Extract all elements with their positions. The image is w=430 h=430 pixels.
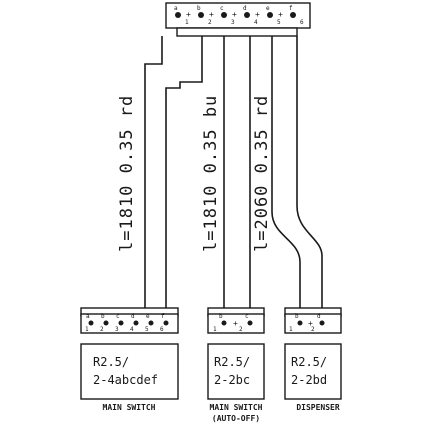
top-pin-number: 1: [185, 19, 189, 26]
top-pin-letter: c: [220, 5, 224, 12]
plus-mark: +: [233, 319, 238, 328]
pin-letter: d: [131, 313, 135, 320]
plus-mark: +: [308, 319, 313, 328]
top-pin-c: [221, 12, 227, 18]
plus-mark: +: [278, 10, 283, 19]
pin-number: 6: [160, 326, 164, 333]
plus-mark: +: [186, 10, 191, 19]
top-pin-number: 3: [231, 19, 235, 26]
pin-number: 1: [289, 326, 293, 333]
top-pin-number: 4: [254, 19, 258, 26]
top-pin-d: [244, 12, 250, 18]
pin-number: 5: [145, 326, 149, 333]
pin-letter: b: [101, 313, 105, 320]
wire-label-1: l=1810 0.35 rd: [117, 95, 137, 252]
connector-housing: [284, 313, 342, 334]
pin-letter: c: [116, 313, 120, 320]
wire-labels: l=1810 0.35 rd l=1810 0.35 bu l=2060 0.3…: [117, 95, 272, 252]
spec-line-1: R2.5/: [291, 355, 327, 369]
top-pin-number: 2: [208, 19, 212, 26]
spec-line-1: R2.5/: [93, 355, 129, 369]
top-connector-latch: [176, 27, 298, 37]
wires: [144, 36, 323, 310]
caption-line-2: (AUTO-OFF): [212, 414, 260, 423]
pin-dot: [163, 320, 169, 326]
top-pin-letter: a: [174, 5, 178, 12]
pin-dot: [133, 320, 139, 326]
wire-2: [165, 36, 203, 310]
wire-label-3: l=2060 0.35 rd: [252, 95, 272, 252]
wire-6: [296, 36, 323, 310]
spec-box: [284, 343, 342, 400]
top-connector: a b c d e f 1 2 3 4 5 6 + + + + +: [165, 2, 311, 37]
pin-letter: e: [146, 313, 150, 320]
pin-number: 2: [100, 326, 104, 333]
spec-line-2: 2-2bc: [214, 373, 250, 387]
plus-mark: +: [232, 10, 237, 19]
top-pin-f: [290, 12, 296, 18]
pin-dot: [297, 320, 303, 326]
top-pin-letter: f: [289, 5, 293, 12]
wire-label-2: l=1810 0.35 bu: [201, 95, 221, 252]
top-pin-e: [267, 12, 273, 18]
wire-1: [144, 36, 163, 310]
top-pin-number: 5: [277, 19, 281, 26]
caption-line-1: MAIN SWITCH: [103, 403, 156, 412]
pin-dot: [118, 320, 124, 326]
pin-letter: b: [219, 313, 223, 320]
pin-dot: [88, 320, 94, 326]
caption-line-1: DISPENSER: [296, 403, 340, 412]
main-switch-component: a b c d e f 1 2 3 4 5 6 R2.5/ 2-4abcdef …: [80, 307, 179, 412]
spec-line-2: 2-2bd: [291, 373, 327, 387]
top-pin-letter: b: [197, 5, 201, 12]
connector-housing: [207, 313, 265, 334]
dispenser-component: b d 1 2 + R2.5/ 2-2bd DISPENSER: [284, 307, 342, 412]
pin-dot: [148, 320, 154, 326]
connector-housing: [80, 313, 179, 334]
spec-box: [80, 343, 179, 400]
pin-letter: f: [161, 313, 165, 320]
plus-mark: +: [255, 10, 260, 19]
spec-line-1: R2.5/: [214, 355, 250, 369]
pin-dot: [247, 320, 253, 326]
plus-mark: +: [209, 10, 214, 19]
spec-box: [207, 343, 265, 400]
pin-number: 4: [130, 326, 134, 333]
pin-dot: [319, 320, 325, 326]
top-pin-number: 6: [300, 19, 304, 26]
pin-letter: b: [295, 313, 299, 320]
top-connector-housing: [165, 2, 311, 29]
pin-number: 2: [311, 326, 315, 333]
pin-letter: a: [86, 313, 90, 320]
main-switch-auto-off-component: b c 1 2 + R2.5/ 2-2bc MAIN SWITCH (AUTO-…: [207, 307, 265, 423]
pin-number: 1: [213, 326, 217, 333]
top-pin-letter: d: [243, 5, 247, 12]
top-pin-b: [198, 12, 204, 18]
pin-dot: [221, 320, 227, 326]
pin-number: 3: [115, 326, 119, 333]
pin-letter: d: [317, 313, 321, 320]
pin-number: 1: [85, 326, 89, 333]
spec-line-2: 2-4abcdef: [93, 373, 158, 387]
pin-letter: c: [245, 313, 249, 320]
pin-number: 2: [239, 326, 243, 333]
wire-5: [271, 36, 301, 310]
caption-line-1: MAIN SWITCH: [210, 403, 263, 412]
pin-dot: [103, 320, 109, 326]
top-pin-letter: e: [266, 5, 270, 12]
top-pin-a: [175, 12, 181, 18]
